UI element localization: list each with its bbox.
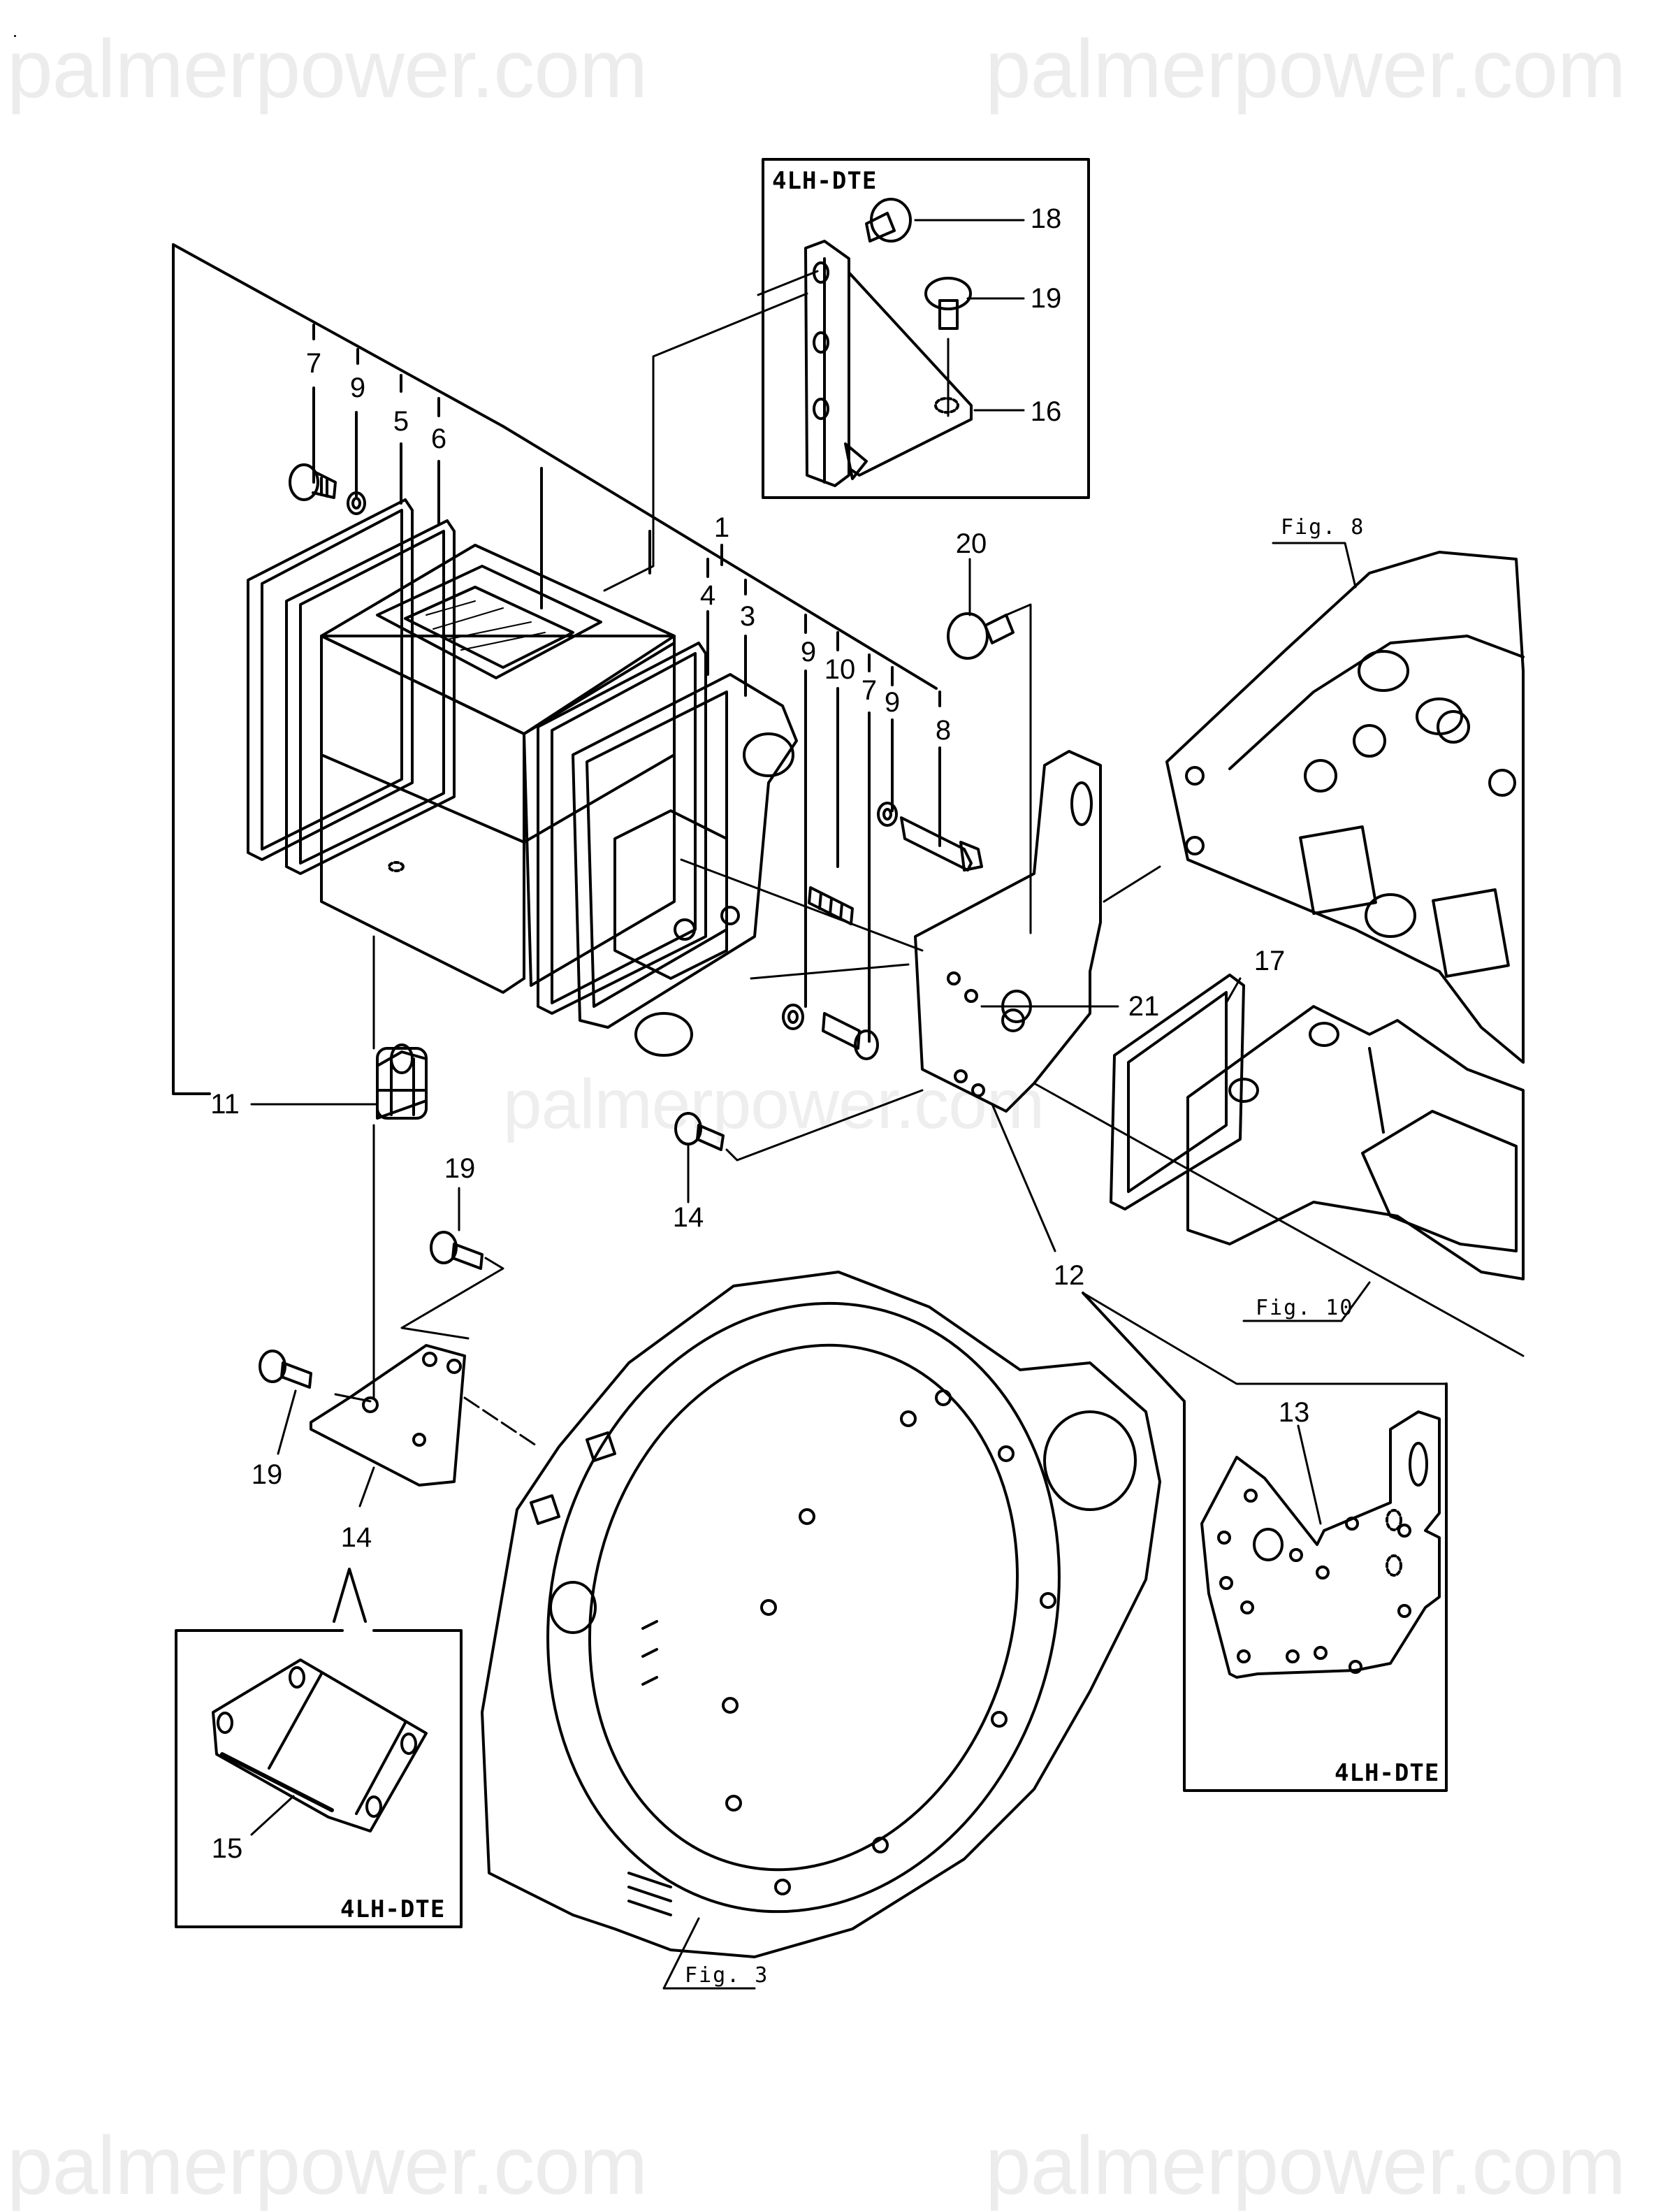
leader-fig10 <box>1242 1281 1371 1322</box>
watermark-top-left: palmerpower.com <box>7 23 648 115</box>
callout-10: 10 <box>824 654 856 685</box>
inset-bracket-15 <box>175 1629 463 1928</box>
leader-17 <box>1225 977 1242 1004</box>
inset-plate-13 <box>1200 1410 1441 1679</box>
assembly-axis-1 <box>680 858 924 952</box>
callout-18: 18 <box>1030 203 1062 234</box>
watermark-center: palmerpower.com <box>503 1065 1045 1143</box>
callout-19-inset: 19 <box>1030 283 1062 314</box>
callout-19-upper: 19 <box>444 1153 476 1184</box>
stud-10 <box>808 886 854 925</box>
bolt-14a <box>674 1089 924 1203</box>
callout-15: 15 <box>211 1833 243 1864</box>
exhaust-manifold-fig10 <box>1186 1005 1525 1280</box>
bolt-19b <box>400 1187 504 1340</box>
washer-9c <box>877 802 898 827</box>
watermark-bottom-left: palmerpower.com <box>7 2120 648 2212</box>
callout-21: 21 <box>1128 991 1160 1022</box>
oil-cooler-body <box>320 544 676 994</box>
inset-bracket-15-title: 4LH-DTE <box>340 1895 446 1923</box>
figure-ref-fig3[interactable]: Fig. 3 <box>685 1963 769 1988</box>
bolt-20 <box>947 558 1032 934</box>
inset-plate-13-title: 4LH-DTE <box>1335 1759 1440 1787</box>
cover-3 <box>572 673 798 1057</box>
callout-leader-group-top <box>172 243 941 1095</box>
callout-1: 1 <box>713 512 730 543</box>
callout-8: 8 <box>935 715 952 746</box>
callout-7-lower: 7 <box>861 675 878 706</box>
callout-5: 5 <box>393 406 409 437</box>
callout-17: 17 <box>1253 946 1286 976</box>
callout-6: 6 <box>430 424 447 454</box>
plate-12 <box>914 750 1102 1113</box>
washer-9a <box>347 491 366 515</box>
watermark-top-right: palmerpower.com <box>985 23 1626 115</box>
callout-4: 4 <box>699 580 716 611</box>
gasket-17 <box>1110 974 1245 1210</box>
callout-13: 13 <box>1278 1397 1310 1428</box>
leader-12-to-inset <box>1082 1292 1448 1385</box>
reference-diagonal-2 <box>502 425 938 690</box>
cylinder-head-fig8 <box>1165 551 1525 1064</box>
callout-14-upper: 14 <box>672 1202 704 1233</box>
bolt-7b <box>822 1012 879 1060</box>
callout-9-upper: 9 <box>349 373 366 403</box>
flywheel-housing-fig3 <box>481 1271 1161 1958</box>
washer-9b <box>782 1004 804 1030</box>
bolt-7a <box>289 463 337 501</box>
leader-bracket-to-housing <box>463 1396 539 1448</box>
leader-inset-to-body <box>603 292 808 592</box>
inset-top-bracket <box>757 158 1090 499</box>
reference-diagonal-1 <box>172 243 504 428</box>
bracket-14 <box>310 1344 466 1508</box>
callout-9-mid: 9 <box>800 637 817 667</box>
gasket-5 <box>247 498 414 861</box>
bolt-21 <box>980 990 1119 1023</box>
callout-16: 16 <box>1030 396 1062 427</box>
bolt-19a <box>259 1350 312 1455</box>
figure-ref-fig8[interactable]: Fig. 8 <box>1281 515 1365 540</box>
callout-19-lower: 19 <box>251 1459 283 1490</box>
callout-7-upper: 7 <box>305 348 322 379</box>
callout-3: 3 <box>739 601 756 632</box>
callout-14-lower: 14 <box>340 1522 372 1553</box>
leader-12-to-inset-b <box>1082 1292 1448 1792</box>
leader-head-to-plate <box>1103 865 1161 903</box>
callout-11: 11 <box>210 1089 240 1120</box>
leader-fig3 <box>662 1917 756 1990</box>
leader-fig8 <box>1272 542 1357 588</box>
callout-12: 12 <box>1053 1260 1085 1291</box>
figure-ref-fig10[interactable]: Fig. 10 <box>1256 1296 1354 1320</box>
reference-diagonal-head <box>1033 1082 1525 1357</box>
stray-dot <box>14 35 16 37</box>
callout-20: 20 <box>955 528 987 559</box>
bolt-8 <box>900 816 983 872</box>
leader-12 <box>991 1103 1056 1252</box>
assembly-axis-2 <box>750 963 910 980</box>
callout-9-right: 9 <box>884 687 901 718</box>
inset-top-title: 4LH-DTE <box>772 167 878 195</box>
plug-11 <box>250 935 428 1399</box>
leader-14-to-inset <box>333 1568 367 1623</box>
gasket-6 <box>285 519 456 875</box>
watermark-bottom-right: palmerpower.com <box>985 2120 1626 2212</box>
reference-line-main <box>172 243 211 1095</box>
